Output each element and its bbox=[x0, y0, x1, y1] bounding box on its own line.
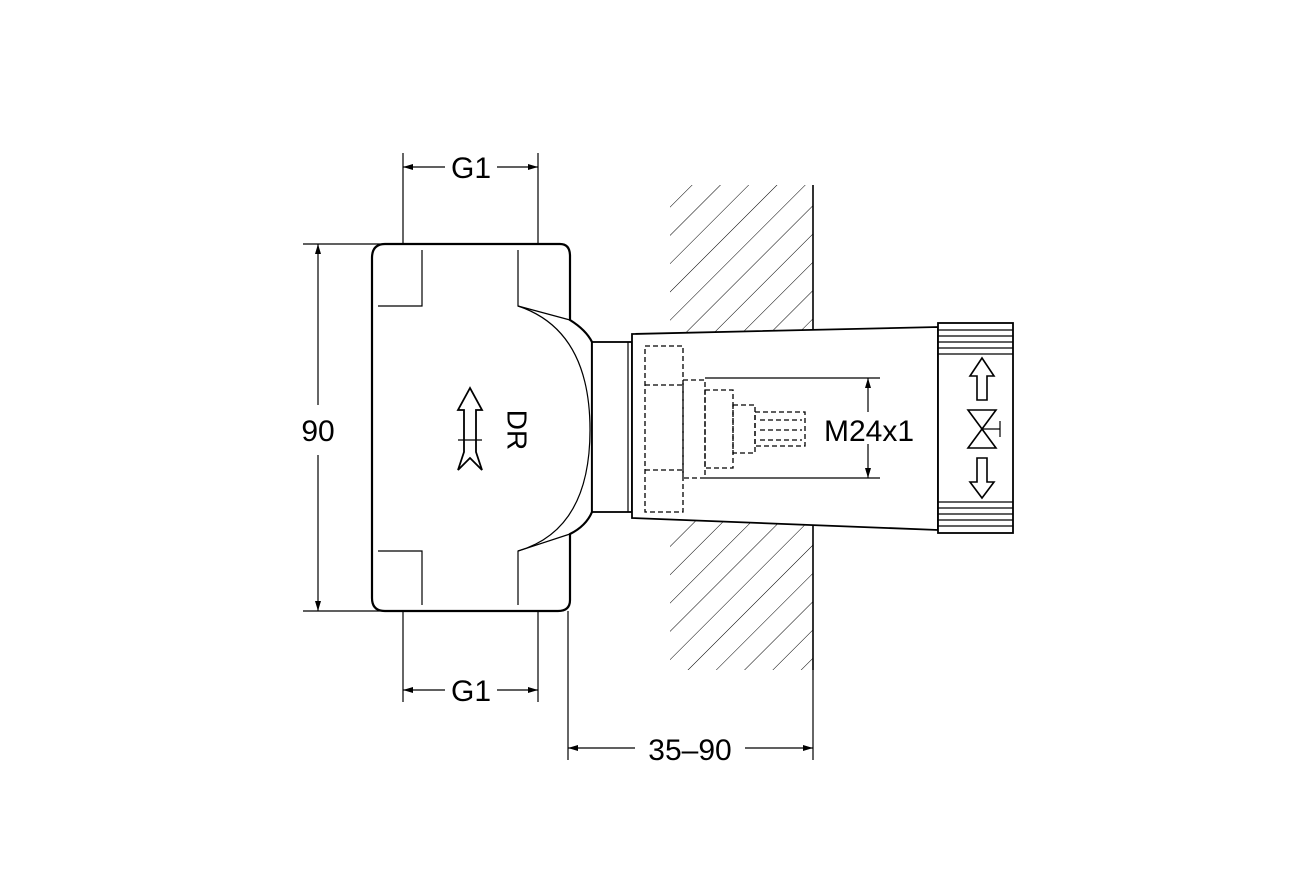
dimension-height bbox=[303, 243, 385, 612]
valve-body bbox=[370, 242, 633, 613]
dimension-wall-depth bbox=[567, 611, 814, 760]
knurl-ring-top bbox=[938, 329, 1013, 355]
valve-symbol-icon bbox=[966, 409, 1001, 449]
flow-arrow-icon bbox=[456, 386, 484, 471]
bottom-port-label: G1 bbox=[451, 675, 491, 708]
height-label: 90 bbox=[301, 415, 334, 448]
extension-sleeve bbox=[631, 322, 1014, 534]
wall-section bbox=[670, 185, 814, 670]
dimension-top-port bbox=[402, 153, 539, 244]
close-arrow-icon bbox=[968, 457, 996, 500]
top-port-label: G1 bbox=[451, 152, 491, 185]
dimension-bottom-port bbox=[402, 611, 539, 702]
hidden-cartridge bbox=[644, 345, 806, 513]
dimension-thread bbox=[705, 377, 880, 479]
body-marking: DR bbox=[502, 410, 533, 450]
wall-depth-label: 35–90 bbox=[648, 734, 731, 767]
knurl-ring-bottom bbox=[938, 501, 1013, 527]
thread-label: M24x1 bbox=[824, 415, 914, 448]
open-arrow-icon bbox=[968, 356, 996, 401]
